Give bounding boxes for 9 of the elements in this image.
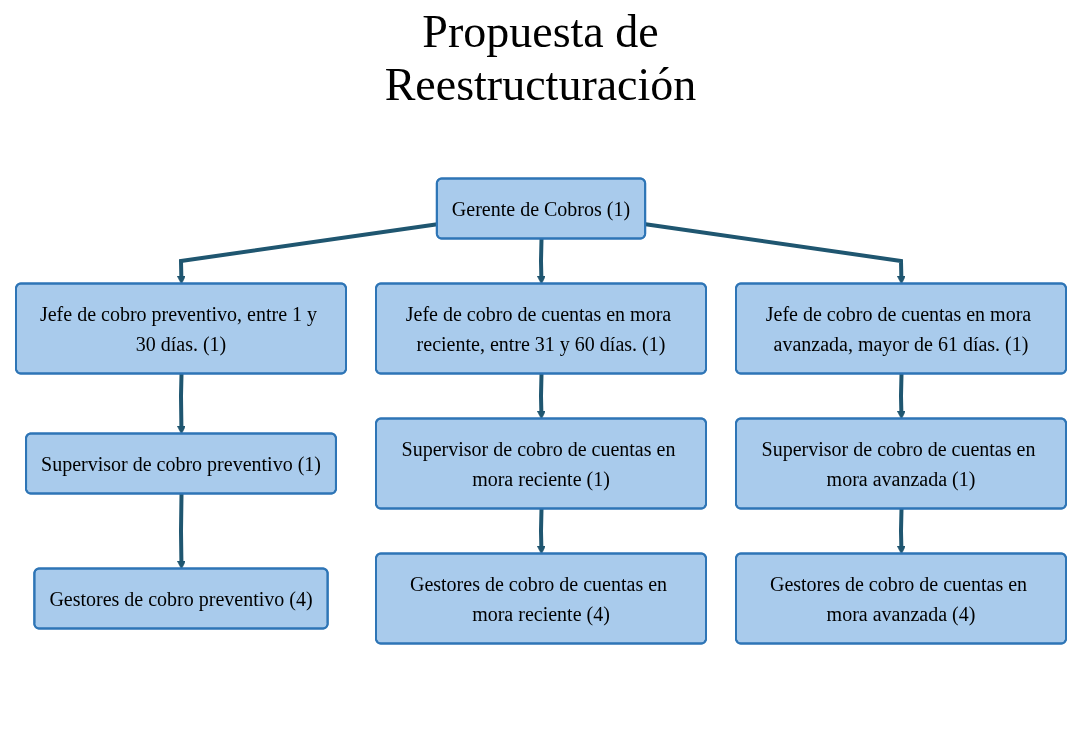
arrow — [536, 238, 546, 285]
arrow — [644, 222, 906, 285]
arrow — [536, 508, 546, 555]
diagram-title: Propuesta de Reestructuración — [383, 6, 698, 112]
arrow — [896, 508, 906, 555]
arrow — [536, 373, 546, 420]
arrow — [176, 493, 186, 570]
arrow — [896, 373, 906, 420]
arrow — [176, 373, 186, 435]
